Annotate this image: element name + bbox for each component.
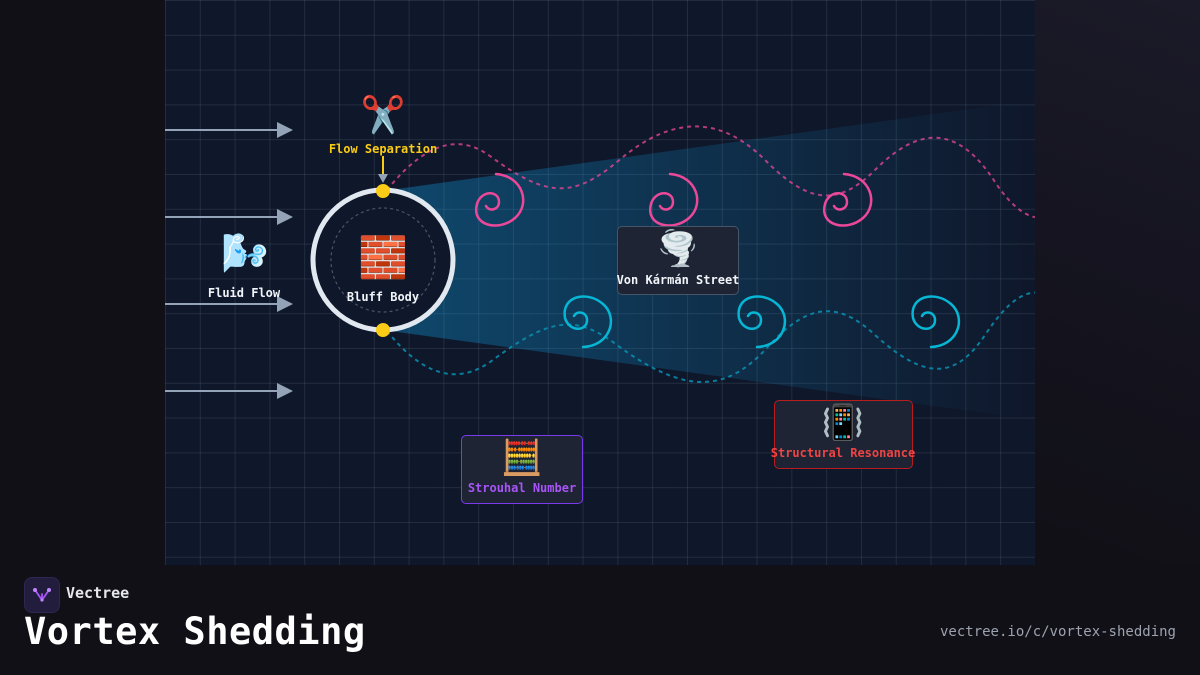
vortex-spiral [563, 295, 613, 349]
vortex-spiral [737, 295, 787, 349]
vortex-spiral [822, 172, 873, 227]
upper-vortices [474, 172, 873, 227]
diagram-canvas: 🌬️ Fluid Flow ✂️ Flow Separation 🧱 Bluff… [165, 0, 1035, 565]
von-karman-street-label: Von Kármán Street [616, 273, 740, 287]
flow-separation-label: Flow Separation [328, 142, 438, 156]
separation-arrowhead [378, 174, 388, 183]
strouhal-number-label: Strouhal Number [467, 481, 577, 495]
vortex-spiral [911, 295, 961, 349]
fluid-flow-label: Fluid Flow [207, 286, 281, 300]
vortex-spiral [648, 172, 699, 227]
page-title: Vortex Shedding [24, 610, 366, 653]
vortex-spiral [474, 172, 525, 227]
diagram-svg [165, 100, 1035, 420]
page-url[interactable]: vectree.io/c/vortex-shedding [939, 624, 1176, 640]
separation-point-bottom [376, 323, 390, 337]
scissors-icon: ✂️ [360, 95, 406, 136]
lower-wake-path [386, 291, 1035, 383]
vectree-logo-icon [24, 577, 60, 613]
tornado-icon: 🌪️ [656, 229, 700, 269]
strouhal-number-node[interactable] [461, 435, 583, 504]
bluff-body-inner-ring [330, 207, 436, 313]
separation-point-top [376, 184, 390, 198]
brick-icon: 🧱 [358, 235, 408, 281]
abacus-icon: 🧮 [500, 438, 544, 478]
background-gradient [1035, 0, 1200, 565]
bluff-body-label: Bluff Body [346, 290, 420, 304]
flow-arrows [165, 122, 293, 399]
structural-resonance-label: Structural Resonance [770, 446, 916, 460]
lower-vortices [563, 295, 961, 349]
vibration-icon: 📳 [821, 403, 865, 443]
wind-icon: 🌬️ [221, 231, 269, 275]
structural-resonance-node[interactable] [774, 400, 913, 469]
brand-name: Vectree [66, 584, 130, 602]
von-karman-street-node[interactable] [617, 226, 739, 295]
upper-wake-path [386, 125, 1035, 219]
